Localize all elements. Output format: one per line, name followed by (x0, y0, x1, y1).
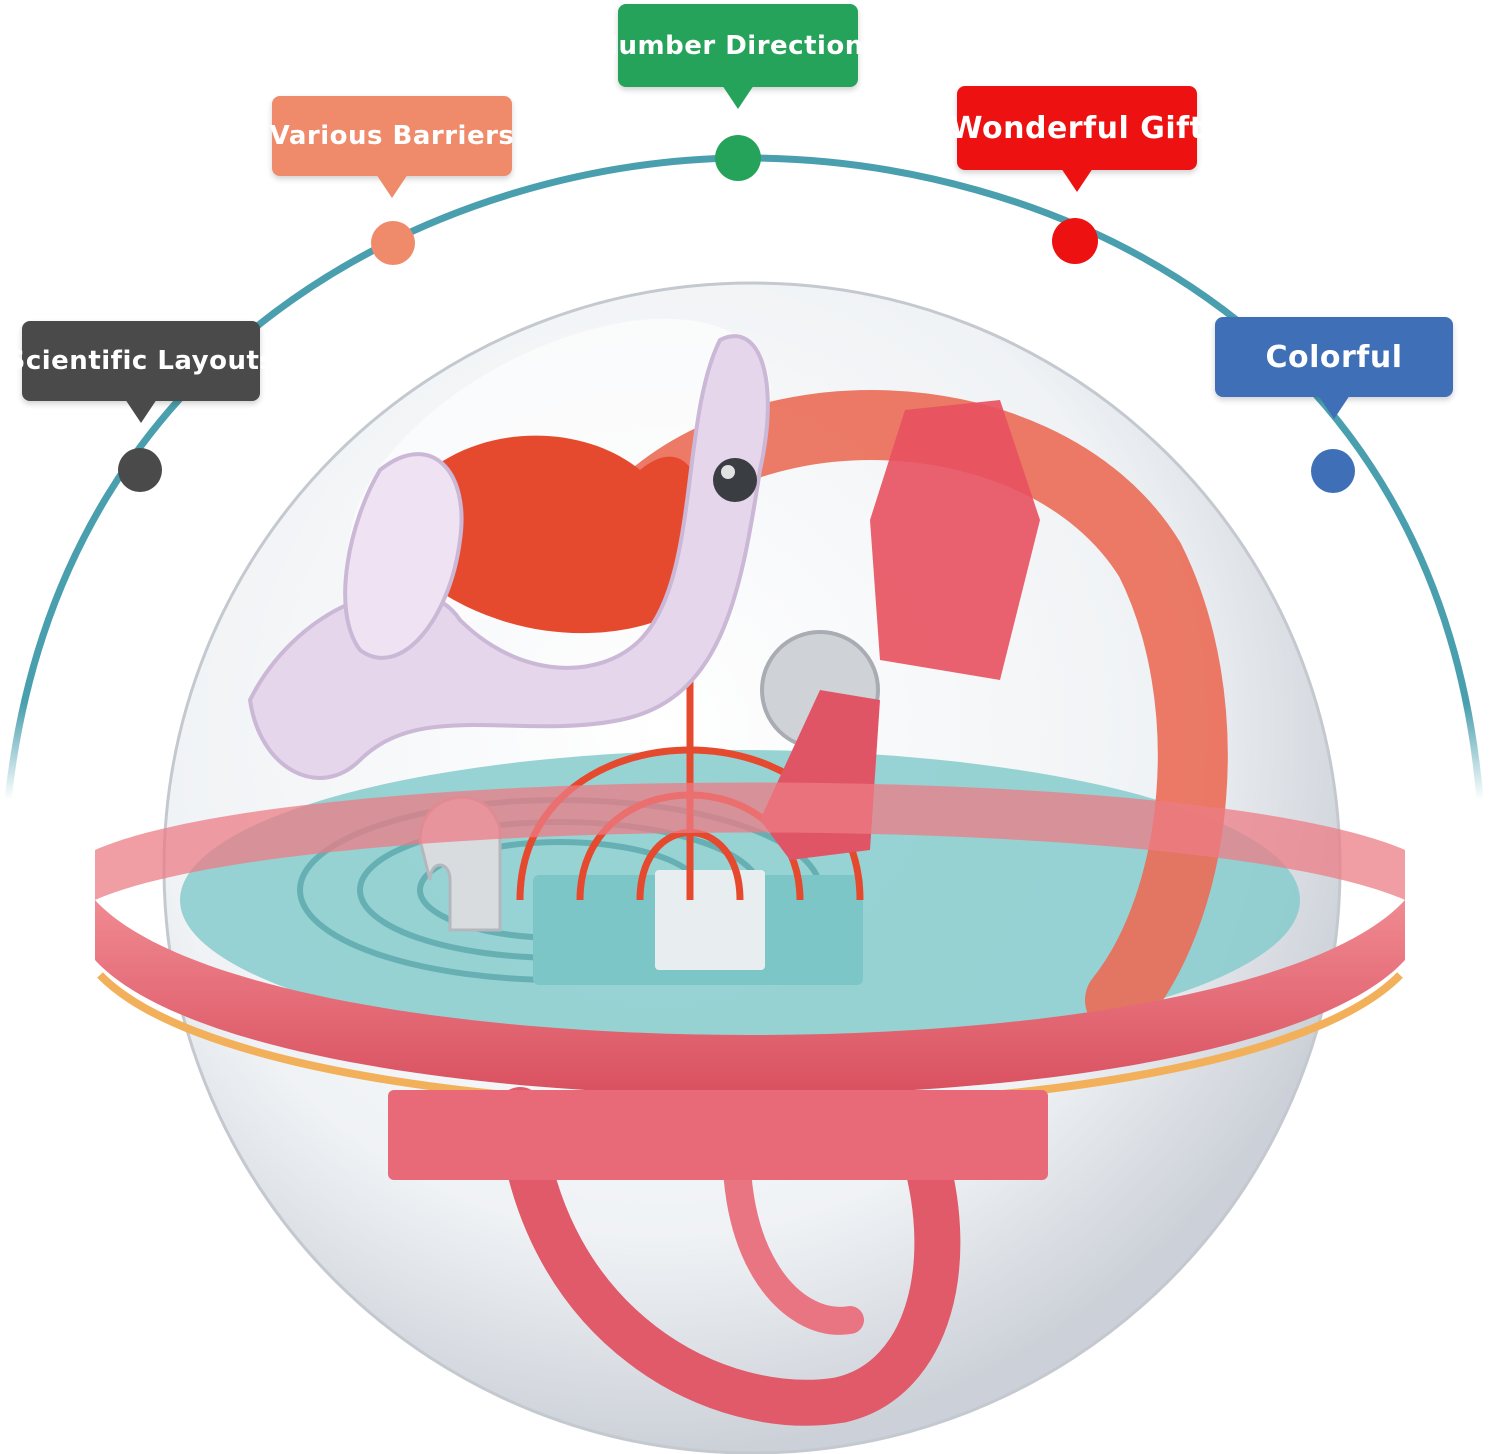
orange-fish-piece (396, 435, 708, 634)
label-number-directions: Number Directions (596, 4, 879, 109)
white-block (655, 870, 765, 970)
lower-pink-loop (497, 1087, 961, 1426)
label-wonderful-gift: Wonderful Gift (949, 86, 1204, 192)
label-scientific-layouts: Scientific Layouts (7, 321, 275, 423)
dot-number-directions (715, 135, 761, 181)
dot-scientific-layouts (118, 448, 162, 492)
label-colorful: Colorful (1215, 317, 1453, 419)
equator-ring-band (95, 900, 1405, 1095)
steel-ball (713, 458, 757, 502)
steel-ball-shine (721, 465, 735, 479)
label-various-barriers: Various Barriers (270, 96, 514, 198)
dot-various-barriers (371, 221, 415, 265)
dot-wonderful-gift (1052, 218, 1098, 264)
lilac-ramp (343, 452, 464, 660)
pink-base-block (388, 1090, 1048, 1180)
equator-ring-top (95, 782, 1405, 900)
red-tower (870, 400, 1040, 680)
lilac-track (247, 334, 770, 780)
dot-colorful (1311, 449, 1355, 493)
